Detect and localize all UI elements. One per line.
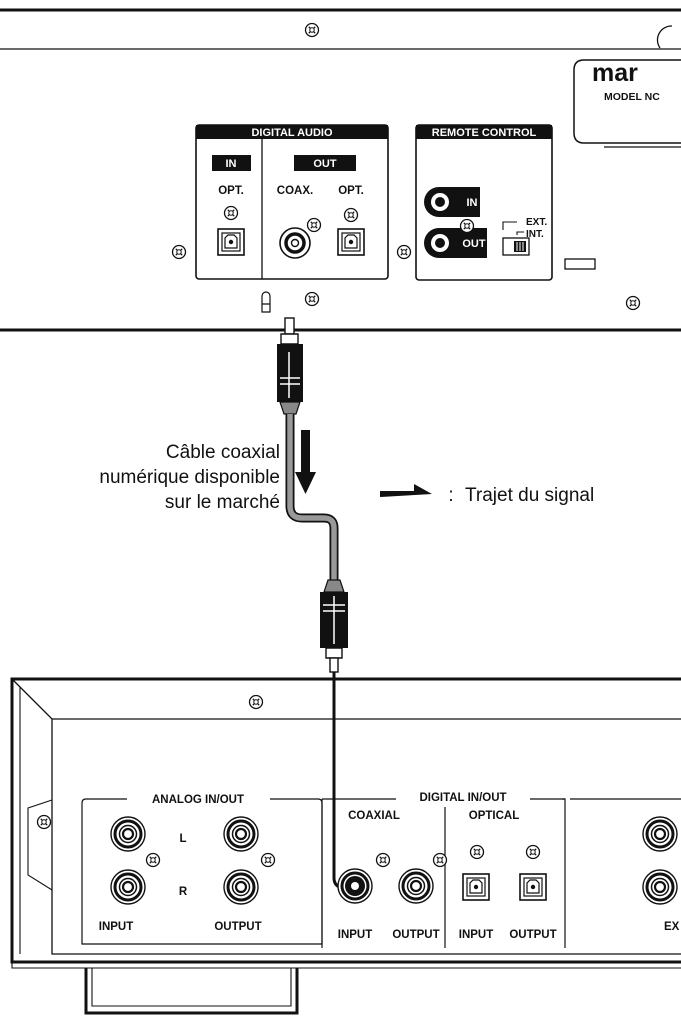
screw-icon [304, 22, 320, 38]
out-coax-label: COAX. [277, 185, 313, 197]
extra-section: EX [570, 798, 681, 933]
analog-input-r-jack-icon [109, 868, 147, 906]
cable-caption-line-3: sur le marché [165, 492, 280, 513]
top-device: mar MODEL NC DIGITAL AUDIO IN OUT OPT. C… [0, 8, 681, 332]
lock-icon [261, 291, 271, 313]
analog-r-label: R [179, 886, 188, 898]
optical-out-jack-icon [337, 228, 365, 256]
remote-control-title: REMOTE CONTROL [432, 127, 537, 139]
digital-title: DIGITAL IN/OUT [419, 792, 506, 804]
remote-control-panel: REMOTE CONTROL IN OUT EXT. INT. [415, 124, 553, 281]
screw-icon [396, 244, 412, 260]
analog-output-r-jack-icon [222, 868, 260, 906]
out-opt-label: OPT. [338, 185, 364, 197]
analog-input-label: INPUT [99, 921, 134, 933]
analog-section: ANALOG IN/OUT L R INPUT OUTPUT [81, 794, 323, 945]
int-label: INT. [526, 229, 544, 240]
screw-icon [248, 694, 264, 710]
extra-jack-top-icon [641, 815, 679, 853]
remote-in-jack: IN [424, 187, 480, 217]
cable-caption-line-2: numérique disponible [99, 467, 280, 488]
opt-output-label: OUTPUT [509, 929, 556, 941]
optical-input-jack-icon [462, 873, 490, 901]
signal-legend: : Trajet du signal [380, 484, 594, 506]
digital-in-label: IN [226, 158, 237, 170]
coaxial-label: COAXIAL [348, 810, 400, 822]
digital-audio-panel: DIGITAL AUDIO IN OUT OPT. COAX. OPT. [195, 124, 389, 280]
legend-arrow-icon [380, 484, 432, 497]
cable-caption-line-1: Câble coaxial [166, 442, 280, 463]
extra-jack-bottom-icon [641, 868, 679, 906]
coax-out-jack-icon [279, 227, 311, 259]
coax-output-label: OUTPUT [392, 929, 439, 941]
brand-logo: mar [592, 59, 638, 87]
screw-icon [625, 295, 641, 311]
small-slot [564, 258, 596, 270]
remote-out-label: OUT [462, 238, 486, 250]
legend-text: Trajet du signal [465, 485, 594, 506]
screw-icon [459, 218, 475, 234]
extra-cut-label: EX [664, 921, 680, 933]
digital-out-label: OUT [313, 158, 337, 170]
screw-icon [469, 844, 485, 860]
model-label-text: MODEL NC [604, 91, 660, 103]
analog-output-label: OUTPUT [214, 921, 261, 933]
coaxial-cable [277, 317, 353, 892]
screw-icon [260, 852, 276, 868]
optical-output-jack-icon [519, 873, 547, 901]
bottom-device: ANALOG IN/OUT L R INPUT OUTPUT DIGITAL I… [10, 677, 681, 1015]
remote-out-jack: OUT [424, 228, 487, 258]
ext-int-switch [502, 237, 530, 256]
screw-icon [171, 244, 187, 260]
digital-audio-title: DIGITAL AUDIO [251, 127, 333, 139]
screw-icon [223, 205, 239, 221]
screw-icon [306, 217, 322, 233]
analog-input-l-jack-icon [109, 815, 147, 853]
optical-in-jack-icon [217, 228, 245, 256]
analog-output-l-jack-icon [222, 815, 260, 853]
legend-separator: : [448, 485, 453, 506]
screw-icon [525, 844, 541, 860]
screw-icon [36, 814, 52, 830]
analog-l-label: L [179, 833, 186, 845]
remote-in-label: IN [467, 197, 478, 209]
ext-label: EXT. [526, 217, 547, 228]
digital-section: DIGITAL IN/OUT COAXIAL OPTICAL INPUT OUT… [321, 792, 566, 948]
screw-icon [375, 852, 391, 868]
inserted-plug [345, 876, 365, 896]
screw-icon [343, 207, 359, 223]
in-opt-label: OPT. [218, 185, 244, 197]
cable-caption: Câble coaxial numérique disponible sur l… [99, 442, 280, 513]
signal-direction-arrow-icon [295, 430, 316, 494]
coax-input-label: INPUT [338, 929, 373, 941]
optical-label: OPTICAL [469, 810, 519, 822]
screw-icon [145, 852, 161, 868]
coax-output-jack-icon [397, 867, 435, 905]
opt-input-label: INPUT [459, 929, 494, 941]
model-label-plate: mar MODEL NC [573, 59, 681, 144]
analog-title: ANALOG IN/OUT [152, 794, 244, 806]
screw-icon [432, 852, 448, 868]
screw-icon [304, 291, 320, 307]
